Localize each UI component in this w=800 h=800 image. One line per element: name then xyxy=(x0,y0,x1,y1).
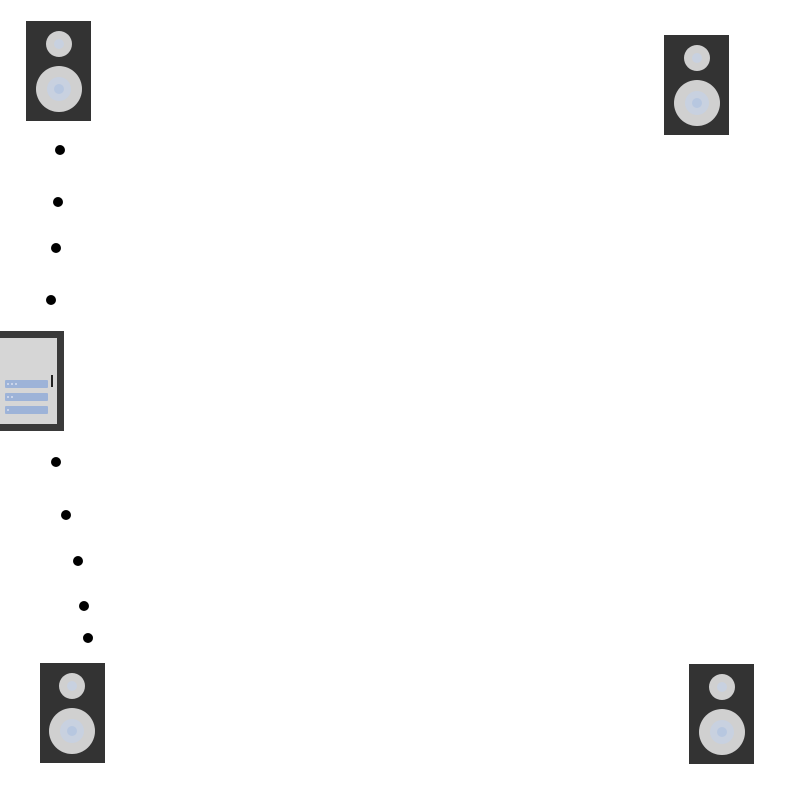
receiver-knob xyxy=(51,375,53,387)
receiver-button-3 xyxy=(5,406,48,414)
button-marker xyxy=(7,383,9,385)
path-dot xyxy=(46,295,56,305)
button-marker xyxy=(11,383,13,385)
woofer-center xyxy=(692,98,702,108)
path-dot xyxy=(55,145,65,155)
button-marker xyxy=(7,396,9,398)
signal-path-dots xyxy=(46,145,93,643)
receiver-button-2 xyxy=(5,393,48,401)
woofer-center xyxy=(67,726,77,736)
tweeter-center xyxy=(717,682,727,692)
speaker-top-left xyxy=(26,21,91,121)
path-dot xyxy=(53,197,63,207)
path-dot xyxy=(73,556,83,566)
audio-receiver xyxy=(0,331,64,431)
woofer-center xyxy=(717,727,727,737)
path-dot xyxy=(79,601,89,611)
receiver-button-1 xyxy=(5,380,48,388)
path-dot xyxy=(51,243,61,253)
speaker-bottom-left xyxy=(40,663,105,763)
tweeter-center xyxy=(692,53,702,63)
speaker-top-right xyxy=(664,35,729,135)
button-marker xyxy=(11,396,13,398)
tweeter-center xyxy=(54,39,64,49)
woofer-center xyxy=(54,84,64,94)
path-dot xyxy=(61,510,71,520)
button-marker xyxy=(15,383,17,385)
path-dot xyxy=(83,633,93,643)
speaker-bottom-right xyxy=(689,664,754,764)
tweeter-center xyxy=(67,681,77,691)
path-dot xyxy=(51,457,61,467)
button-marker xyxy=(7,409,9,411)
